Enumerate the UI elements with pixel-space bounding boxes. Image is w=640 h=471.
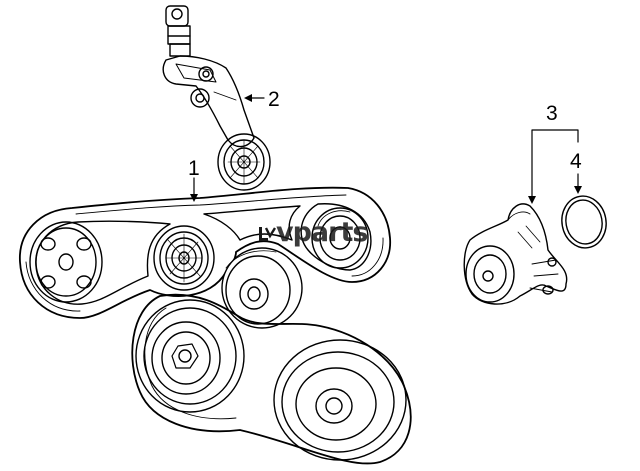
- watermark: vparts: [258, 216, 384, 250]
- serpentine-belt: [19, 186, 391, 319]
- crankshaft-pulley: [135, 299, 245, 413]
- upper-right-pulley: [311, 207, 369, 269]
- lv-logo-icon: [259, 227, 276, 241]
- callout-4: 4: [570, 150, 582, 173]
- callout-1: 1: [188, 157, 200, 180]
- leader-lines: [190, 94, 582, 204]
- callout-2: 2: [268, 88, 280, 111]
- idler-pulley-front: [221, 247, 303, 329]
- grooved-idler-pulley: [153, 225, 215, 291]
- belt-tensioner-assembly: [162, 5, 271, 191]
- water-pump: [463, 203, 568, 305]
- left-pulley: [29, 221, 103, 303]
- watermark-text: vparts: [276, 217, 368, 248]
- lower-belt: [131, 293, 412, 465]
- pump-gasket: [561, 195, 607, 249]
- callout-3: 3: [546, 102, 558, 125]
- lower-right-pulley: [273, 339, 407, 461]
